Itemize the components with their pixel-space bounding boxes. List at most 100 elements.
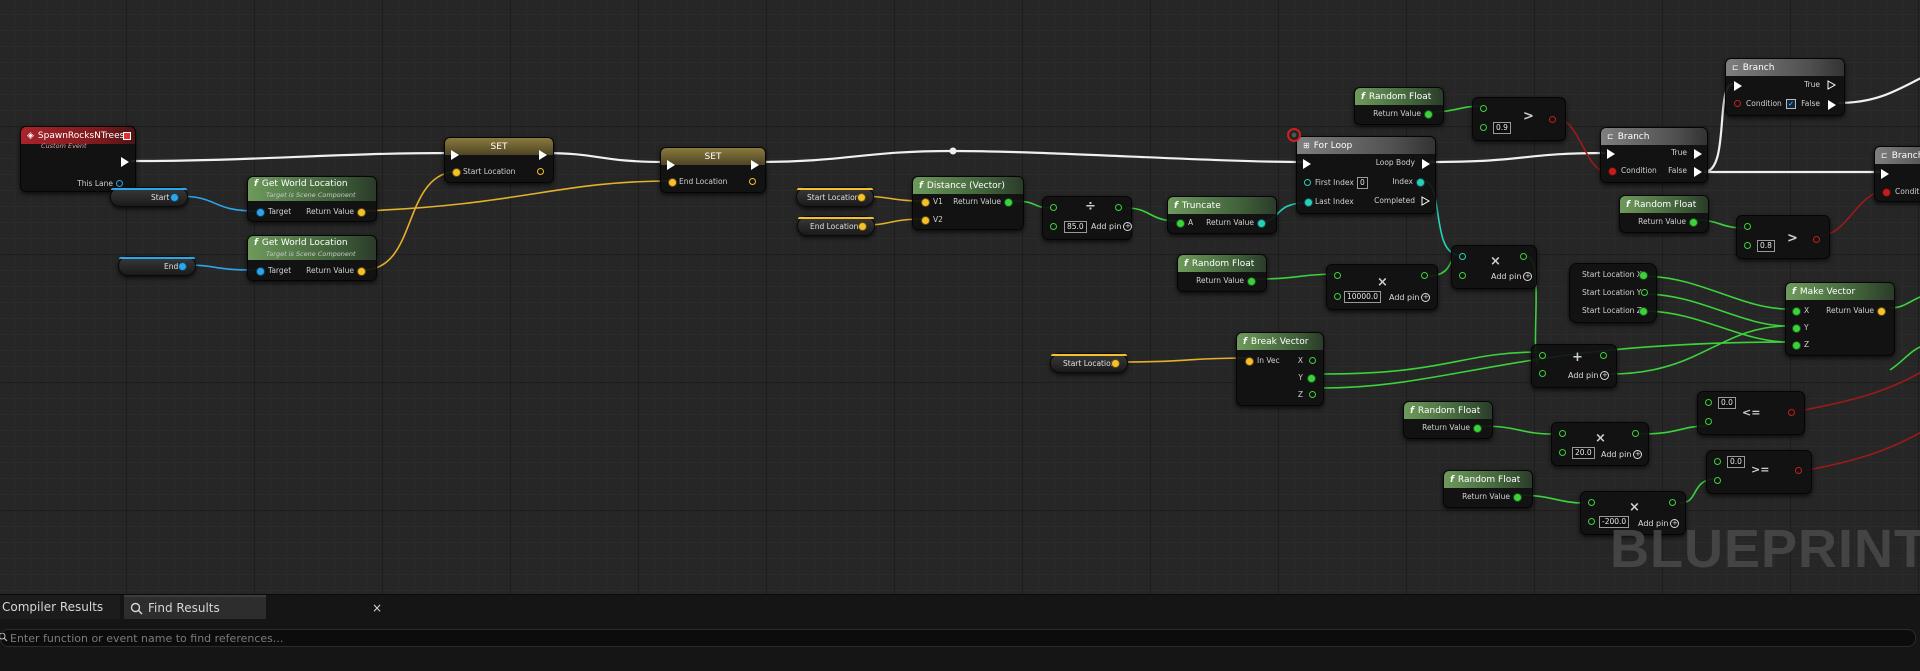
set-end-location-node[interactable]: SET End Location: [660, 147, 766, 193]
divide-add-pin-button[interactable]: Add pin+: [1091, 222, 1133, 231]
add1-out-pin[interactable]: [1600, 352, 1607, 359]
random-float-node-1[interactable]: f Random Float Return Value: [1354, 87, 1444, 125]
branch2-condition-checkbox[interactable]: ✓: [1786, 99, 1796, 109]
add-node[interactable]: + Add pin+: [1531, 344, 1617, 388]
var-end-out-pin[interactable]: [178, 262, 187, 271]
rf1-return-pin[interactable]: [1424, 110, 1433, 119]
breakvec-in-pin[interactable]: [1245, 357, 1254, 366]
rf4-return-pin[interactable]: [1473, 424, 1482, 433]
makevec-z-pin[interactable]: [1792, 341, 1801, 350]
gwl1-target-pin[interactable]: [256, 208, 265, 217]
find-search-box[interactable]: [0, 629, 1916, 647]
mult1-add-pin-button[interactable]: Add pin+: [1389, 293, 1431, 302]
var-start-node[interactable]: Start: [110, 187, 188, 207]
mult-idx-out-pin[interactable]: [1520, 253, 1527, 260]
makevec-x-pin[interactable]: [1792, 307, 1801, 316]
divide-a-pin[interactable]: [1050, 204, 1057, 211]
greater2-a-pin[interactable]: [1744, 223, 1751, 230]
break-vector-node[interactable]: f Break Vector In Vec X Y Z: [1236, 332, 1324, 406]
greater1-b-pin[interactable]: [1480, 124, 1487, 131]
mult1-b-pin[interactable]: [1334, 293, 1341, 300]
forloop-index-pin[interactable]: [1416, 178, 1425, 187]
var-start-location-2-out-pin[interactable]: [1111, 359, 1120, 368]
multiply-node-2[interactable]: × 20.0 Add pin+: [1551, 422, 1649, 466]
branch1-true-pin[interactable]: [1694, 149, 1702, 159]
mult-idx-b-pin[interactable]: [1459, 272, 1466, 279]
breakvec-x-pin[interactable]: [1309, 357, 1316, 364]
multiply-index-node[interactable]: × Add pin+: [1451, 245, 1537, 289]
branch1-exec-in-pin[interactable]: [1607, 149, 1615, 159]
forloop-first-index-pin[interactable]: [1304, 179, 1311, 186]
set1-out-pin[interactable]: [537, 168, 544, 175]
forloop-exec-in-pin[interactable]: [1303, 159, 1311, 169]
branch3-exec-in-pin[interactable]: [1881, 169, 1889, 179]
distance-return-pin[interactable]: [1004, 198, 1013, 207]
lte-a-pin[interactable]: [1705, 399, 1712, 406]
forloop-last-index-pin[interactable]: [1304, 198, 1313, 207]
divide-node[interactable]: ÷ 85.0 Add pin+: [1042, 196, 1133, 240]
add1-add-pin-button[interactable]: Add pin+: [1568, 371, 1610, 380]
branch-node-1[interactable]: ⊏ Branch Condition True False: [1600, 127, 1708, 183]
greater-equal-node[interactable]: 0.0 >=: [1706, 450, 1812, 494]
tab-find-results[interactable]: Find Results ×: [124, 595, 382, 619]
divide-b-pin[interactable]: [1050, 223, 1057, 230]
mult2-add-pin-button[interactable]: Add pin+: [1601, 450, 1643, 459]
get-world-location-node-2[interactable]: f Get World Location Target is Scene Com…: [247, 235, 377, 281]
find-search-input[interactable]: [10, 630, 1900, 646]
exec-out-pin[interactable]: [121, 157, 129, 167]
divide-out-pin[interactable]: [1115, 204, 1122, 211]
set1-exec-out-pin[interactable]: [539, 150, 547, 160]
branch1-false-pin[interactable]: [1694, 167, 1702, 177]
var-end-location-out-pin[interactable]: [858, 222, 867, 231]
divide-b-value[interactable]: 85.0: [1064, 221, 1087, 233]
forloop-loop-body-pin[interactable]: [1422, 159, 1430, 169]
add1-b-pin[interactable]: [1539, 370, 1546, 377]
branch-node-3[interactable]: ⊏ Branch Conditio: [1874, 146, 1920, 202]
make-vector-node[interactable]: f Make Vector X Y Z Return Value: [1785, 282, 1895, 356]
event-delegate-pin[interactable]: [123, 132, 131, 140]
mult1-a-pin[interactable]: [1334, 272, 1341, 279]
gwl1-return-pin[interactable]: [357, 208, 366, 217]
mult3-add-pin-button[interactable]: Add pin+: [1638, 519, 1680, 528]
random-float-node-4[interactable]: f Random Float Return Value: [1403, 401, 1493, 439]
branch2-true-pin[interactable]: [1827, 80, 1836, 90]
truncate-a-pin[interactable]: [1176, 219, 1185, 228]
branch-node-2[interactable]: ⊏ Branch Condition ✓ True False: [1725, 58, 1845, 116]
forloop-completed-pin[interactable]: [1421, 196, 1430, 206]
for-loop-node[interactable]: ⊞ For Loop First Index 0 Last Index Loop…: [1296, 136, 1436, 214]
start-location-xyz-node[interactable]: Start Location X Start Location Y Start …: [1569, 263, 1657, 323]
rf5-return-pin[interactable]: [1513, 493, 1522, 502]
distance-v1-pin[interactable]: [921, 198, 930, 207]
lte-out-pin[interactable]: [1788, 409, 1795, 416]
lte-a-value[interactable]: 0.0: [1718, 397, 1736, 409]
mult2-a-pin[interactable]: [1559, 430, 1566, 437]
gwl2-target-pin[interactable]: [256, 267, 265, 276]
var-slx-out-pin[interactable]: [1639, 271, 1648, 280]
set1-in-pin[interactable]: [452, 168, 461, 177]
this-lane-pin[interactable]: [116, 180, 123, 187]
branch1-condition-pin[interactable]: [1608, 167, 1617, 176]
set2-exec-in-pin[interactable]: [667, 160, 675, 170]
mult2-b-value[interactable]: 20.0: [1572, 447, 1595, 459]
set2-in-pin[interactable]: [668, 178, 677, 187]
mult3-out-pin[interactable]: [1669, 499, 1676, 506]
mult3-b-value[interactable]: -200.0: [1599, 516, 1630, 528]
greater-node-1[interactable]: 0.9 >: [1472, 97, 1566, 141]
add1-a-pin[interactable]: [1539, 352, 1546, 359]
greater2-out-pin[interactable]: [1813, 236, 1820, 243]
random-float-node-3[interactable]: f Random Float Return Value: [1177, 254, 1267, 292]
makevec-y-pin[interactable]: [1792, 324, 1801, 333]
rf3-return-pin[interactable]: [1247, 277, 1256, 286]
branch2-condition-pin[interactable]: [1734, 100, 1741, 107]
set2-exec-out-pin[interactable]: [751, 160, 759, 170]
var-end-location-node[interactable]: End Location: [797, 216, 875, 236]
greater-node-2[interactable]: 0.8 >: [1736, 215, 1830, 259]
rf2-return-pin[interactable]: [1689, 218, 1698, 227]
random-float-node-5[interactable]: f Random Float Return Value: [1443, 470, 1533, 508]
branch2-exec-in-pin[interactable]: [1734, 81, 1742, 91]
greater2-b-value[interactable]: 0.8: [1757, 240, 1775, 252]
greater2-b-pin[interactable]: [1744, 242, 1751, 249]
get-world-location-node-1[interactable]: f Get World Location Target is Scene Com…: [247, 176, 377, 222]
breakpoint-icon[interactable]: [1287, 128, 1301, 142]
tab-compiler-results[interactable]: Compiler Results: [0, 595, 120, 619]
